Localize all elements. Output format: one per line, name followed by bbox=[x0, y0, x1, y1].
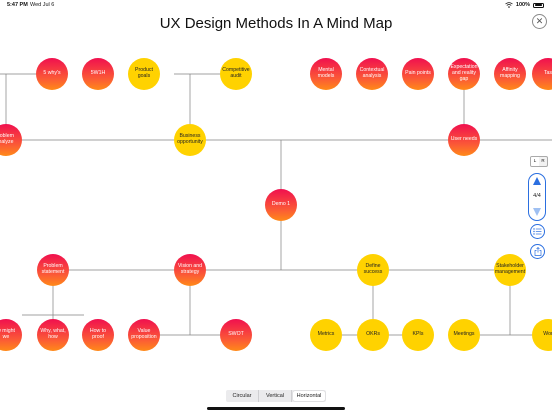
wifi-icon bbox=[505, 2, 513, 8]
chevron-up-icon[interactable] bbox=[533, 177, 541, 185]
page-counter: 4/4 bbox=[533, 193, 541, 199]
map-node-pain-points[interactable]: Pain points bbox=[402, 58, 434, 90]
map-node-mental-models[interactable]: Mental models bbox=[310, 58, 342, 90]
layout-left-option[interactable]: L bbox=[531, 157, 539, 166]
map-node-how-to-proof[interactable]: How to proof bbox=[82, 319, 114, 351]
map-node-business-opportunity[interactable]: Business opportunity bbox=[174, 124, 206, 156]
status-right: 100% bbox=[505, 2, 544, 8]
map-node-value-proposition[interactable]: Value proposition bbox=[128, 319, 160, 351]
map-node-stakeholder-management[interactable]: Stakeholder management bbox=[494, 254, 526, 286]
status-time: 5:47 PM bbox=[7, 2, 28, 8]
page-navigator: 4/4 bbox=[528, 173, 546, 221]
layout-mode-horizontal[interactable]: Horizontal bbox=[293, 391, 325, 401]
map-node-swot[interactable]: SWOT bbox=[220, 319, 252, 351]
map-node-how-might-we[interactable]: w might we bbox=[0, 319, 22, 351]
map-node-product-goals[interactable]: Product goals bbox=[128, 58, 160, 90]
map-node-tas[interactable]: Tas bbox=[532, 58, 552, 90]
chevron-down-icon[interactable] bbox=[533, 208, 541, 216]
status-bar: 5:47 PM Wed Jul 6 100% bbox=[0, 0, 552, 10]
close-icon: ✕ bbox=[535, 16, 544, 26]
battery-percent: 100% bbox=[515, 2, 530, 8]
map-node-vision-strategy[interactable]: Vision and strategy bbox=[174, 254, 206, 286]
layout-right-option[interactable]: R bbox=[541, 158, 545, 163]
list-icon bbox=[533, 228, 542, 235]
map-node-okrs[interactable]: OKRs bbox=[357, 319, 389, 351]
map-node-affinity-mapping[interactable]: Affinity mapping bbox=[494, 58, 526, 90]
outline-list-button[interactable] bbox=[530, 224, 545, 239]
map-node-kpis[interactable]: KPIs bbox=[402, 319, 434, 351]
layout-mode-vertical[interactable]: Vertical bbox=[259, 390, 292, 402]
map-node-expectation-gap[interactable]: Expectation and reality gap bbox=[448, 58, 480, 90]
map-node-why-what-how[interactable]: Why, what, how bbox=[37, 319, 69, 351]
share-button[interactable] bbox=[530, 244, 545, 259]
map-node-demo-1[interactable]: Demo 1 bbox=[265, 189, 297, 221]
map-node-contextual-analysis[interactable]: Contextual analysis bbox=[356, 58, 388, 90]
close-button[interactable]: ✕ bbox=[532, 14, 547, 29]
battery-icon bbox=[533, 2, 544, 8]
map-node-5whys[interactable]: 5 why's bbox=[36, 58, 68, 90]
layout-mode-selector: Circular Vertical Horizontal bbox=[226, 390, 326, 402]
layout-mode-circular[interactable]: Circular bbox=[226, 390, 259, 402]
map-node-metrics[interactable]: Metrics bbox=[310, 319, 342, 351]
map-node-user-needs[interactable]: User needs bbox=[448, 124, 480, 156]
map-node-problem-statement[interactable]: Problem statement bbox=[37, 254, 69, 286]
map-node-define-success[interactable]: Define success bbox=[357, 254, 389, 286]
map-node-problem-analyze[interactable]: roblem nalyze bbox=[0, 124, 22, 156]
map-node-5w1h[interactable]: 5W1H bbox=[82, 58, 114, 90]
map-node-wor[interactable]: Wor bbox=[532, 319, 552, 351]
page-title: UX Design Methods In A Mind Map bbox=[159, 15, 393, 32]
map-node-meetings[interactable]: Meetings bbox=[448, 319, 480, 351]
map-node-competitive-audit[interactable]: Competitive audit bbox=[220, 58, 252, 90]
home-indicator bbox=[207, 407, 345, 410]
share-icon bbox=[534, 247, 541, 256]
status-date: Wed Jul 6 bbox=[30, 2, 55, 8]
layout-direction-toggle[interactable]: L R bbox=[530, 156, 548, 167]
